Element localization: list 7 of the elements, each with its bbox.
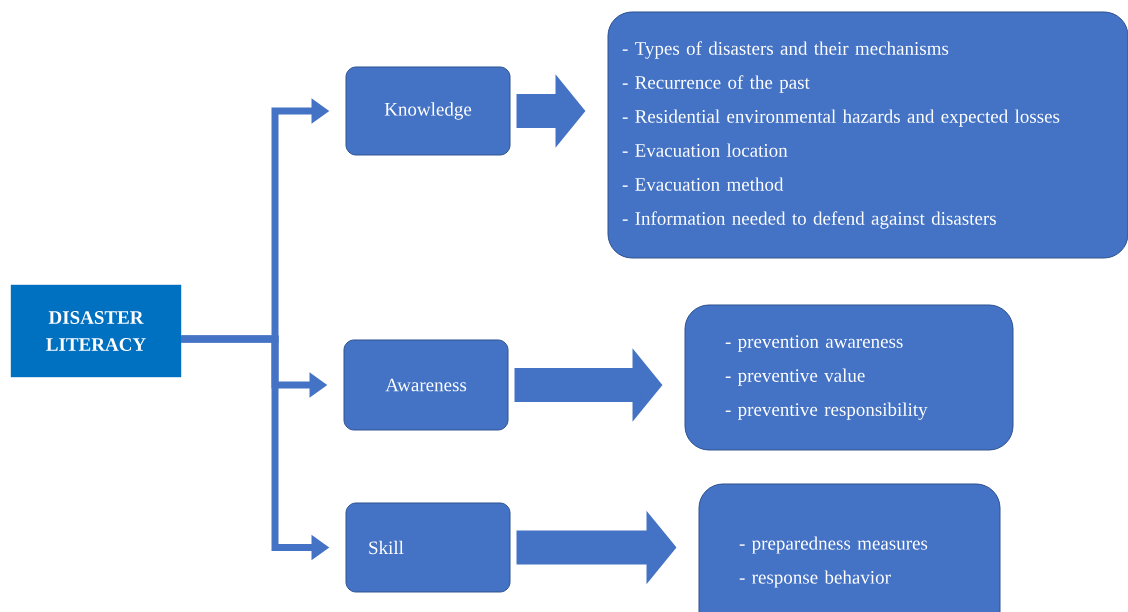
title-box: DISASTER LITERACY [10,284,182,378]
category-box: Skill [345,502,511,593]
category-box: Knowledge [345,66,511,156]
bullet-list-box: - prevention awareness - preventive value - preventive responsibility [684,304,1014,451]
bullet-list-box: - preparedness measures - response behavior [698,483,1001,612]
category-box: Awareness [343,339,509,431]
bullet-list-box: - Types of disasters and their mechanisms - Recurrence of the past - Residential environmental hazards and expected losses - Evacuation location - Evacuation method - Information needed to defend against disasters [607,11,1128,259]
